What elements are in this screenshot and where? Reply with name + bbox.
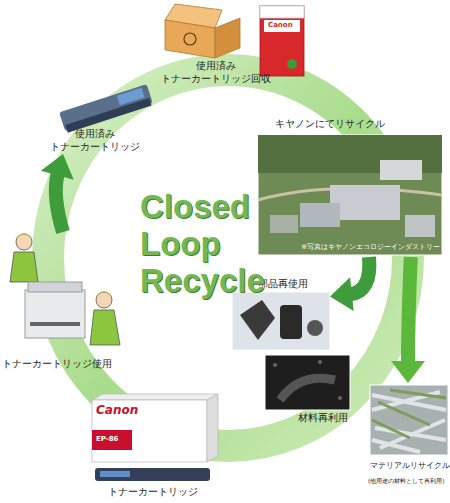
- flow-arrow: [330, 257, 369, 311]
- stage-node: 使用済み トナーカートリッジ: [40, 88, 155, 154]
- photo-building: [270, 215, 298, 233]
- toner-box-side: [207, 394, 218, 462]
- product-label: Canon: [268, 22, 293, 29]
- printer: [25, 290, 85, 338]
- stage-note: ※写真はキヤノンエコロジーインダストリー: [265, 243, 440, 252]
- stage-caption: トナーカートリッジ: [108, 486, 218, 499]
- cartridge-base: [65, 98, 151, 133]
- stage-node: トナーカートリッジ使用: [0, 232, 140, 372]
- used-cartridge: [59, 84, 153, 133]
- pellet: [338, 396, 342, 400]
- part-piece: [280, 305, 302, 339]
- stage-caption: 使用済み トナーカートリッジ回収: [158, 60, 273, 85]
- user-hair: [15, 233, 33, 240]
- printer-top: [28, 282, 82, 292]
- cartridge-window: [117, 88, 145, 106]
- photo-building: [300, 203, 340, 227]
- user-head: [96, 292, 112, 308]
- toner-box: [92, 400, 207, 462]
- flow-arrow: [41, 154, 74, 232]
- arrow-head: [330, 277, 354, 311]
- arrow-shaft: [56, 173, 63, 232]
- recycle-mark: [184, 33, 196, 45]
- printer-slot: [30, 322, 80, 326]
- product-label: Canon: [96, 404, 138, 416]
- flow-arrow: [391, 257, 425, 383]
- aerial-photo: [258, 135, 442, 255]
- toner-box-top: [92, 394, 218, 400]
- stage-caption: 使用済み トナーカートリッジ: [45, 128, 145, 153]
- arrow-head: [41, 154, 74, 180]
- stage-note: (他用途の材料として再利用): [368, 477, 450, 485]
- pellet: [318, 360, 322, 364]
- pellet-hand: [280, 378, 335, 400]
- diagram-title: Closed Loop Recycle: [140, 188, 320, 299]
- stage-caption: 材料再利用: [298, 412, 352, 425]
- cartridge-window: [100, 471, 130, 477]
- photo-building: [380, 160, 422, 180]
- scrap-metal: [372, 390, 446, 438]
- part-piece: [307, 320, 323, 336]
- stage-node: 材料再利用: [262, 353, 352, 425]
- user-body: [90, 310, 120, 345]
- stage-caption: 部品再使用: [258, 278, 328, 291]
- pellet: [273, 363, 277, 367]
- parts-photo: [232, 292, 330, 350]
- stage-caption: トナーカートリッジ使用: [2, 358, 127, 371]
- arrow-shaft: [408, 257, 411, 363]
- box-side: [215, 18, 240, 58]
- photo-building: [330, 185, 400, 220]
- arrow-shaft: [350, 257, 369, 294]
- collection-box: [260, 6, 304, 76]
- collection-box-panel: [264, 20, 300, 32]
- user-head: [16, 234, 32, 250]
- scrap-metal: [372, 392, 446, 452]
- box-front: [165, 20, 215, 58]
- stage-caption: マテリアルリサイクル: [370, 461, 450, 471]
- stage-node: マテリアルリサイクル (他用途の材料として再利用): [366, 383, 450, 503]
- arrow-head: [391, 361, 425, 383]
- new-cartridge: [95, 468, 210, 481]
- collection-box-top: [260, 6, 304, 18]
- user-body: [10, 252, 38, 282]
- stage-node: 使用済み トナーカートリッジ回収: [150, 0, 310, 88]
- scrap-photo: [370, 385, 448, 455]
- pellet-photo: [265, 355, 350, 410]
- toner-box-band: [92, 430, 132, 450]
- photo-building: [405, 215, 435, 237]
- stage-caption: キヤノンにてリサイクル: [275, 118, 440, 131]
- part-piece: [240, 300, 275, 340]
- user-hair: [95, 291, 113, 298]
- product-label: EP-86: [96, 436, 118, 443]
- eco-logo: [287, 59, 297, 69]
- stage-node: キヤノンにてリサイクル ※写真はキヤノンエコロジーインダストリー: [255, 115, 445, 257]
